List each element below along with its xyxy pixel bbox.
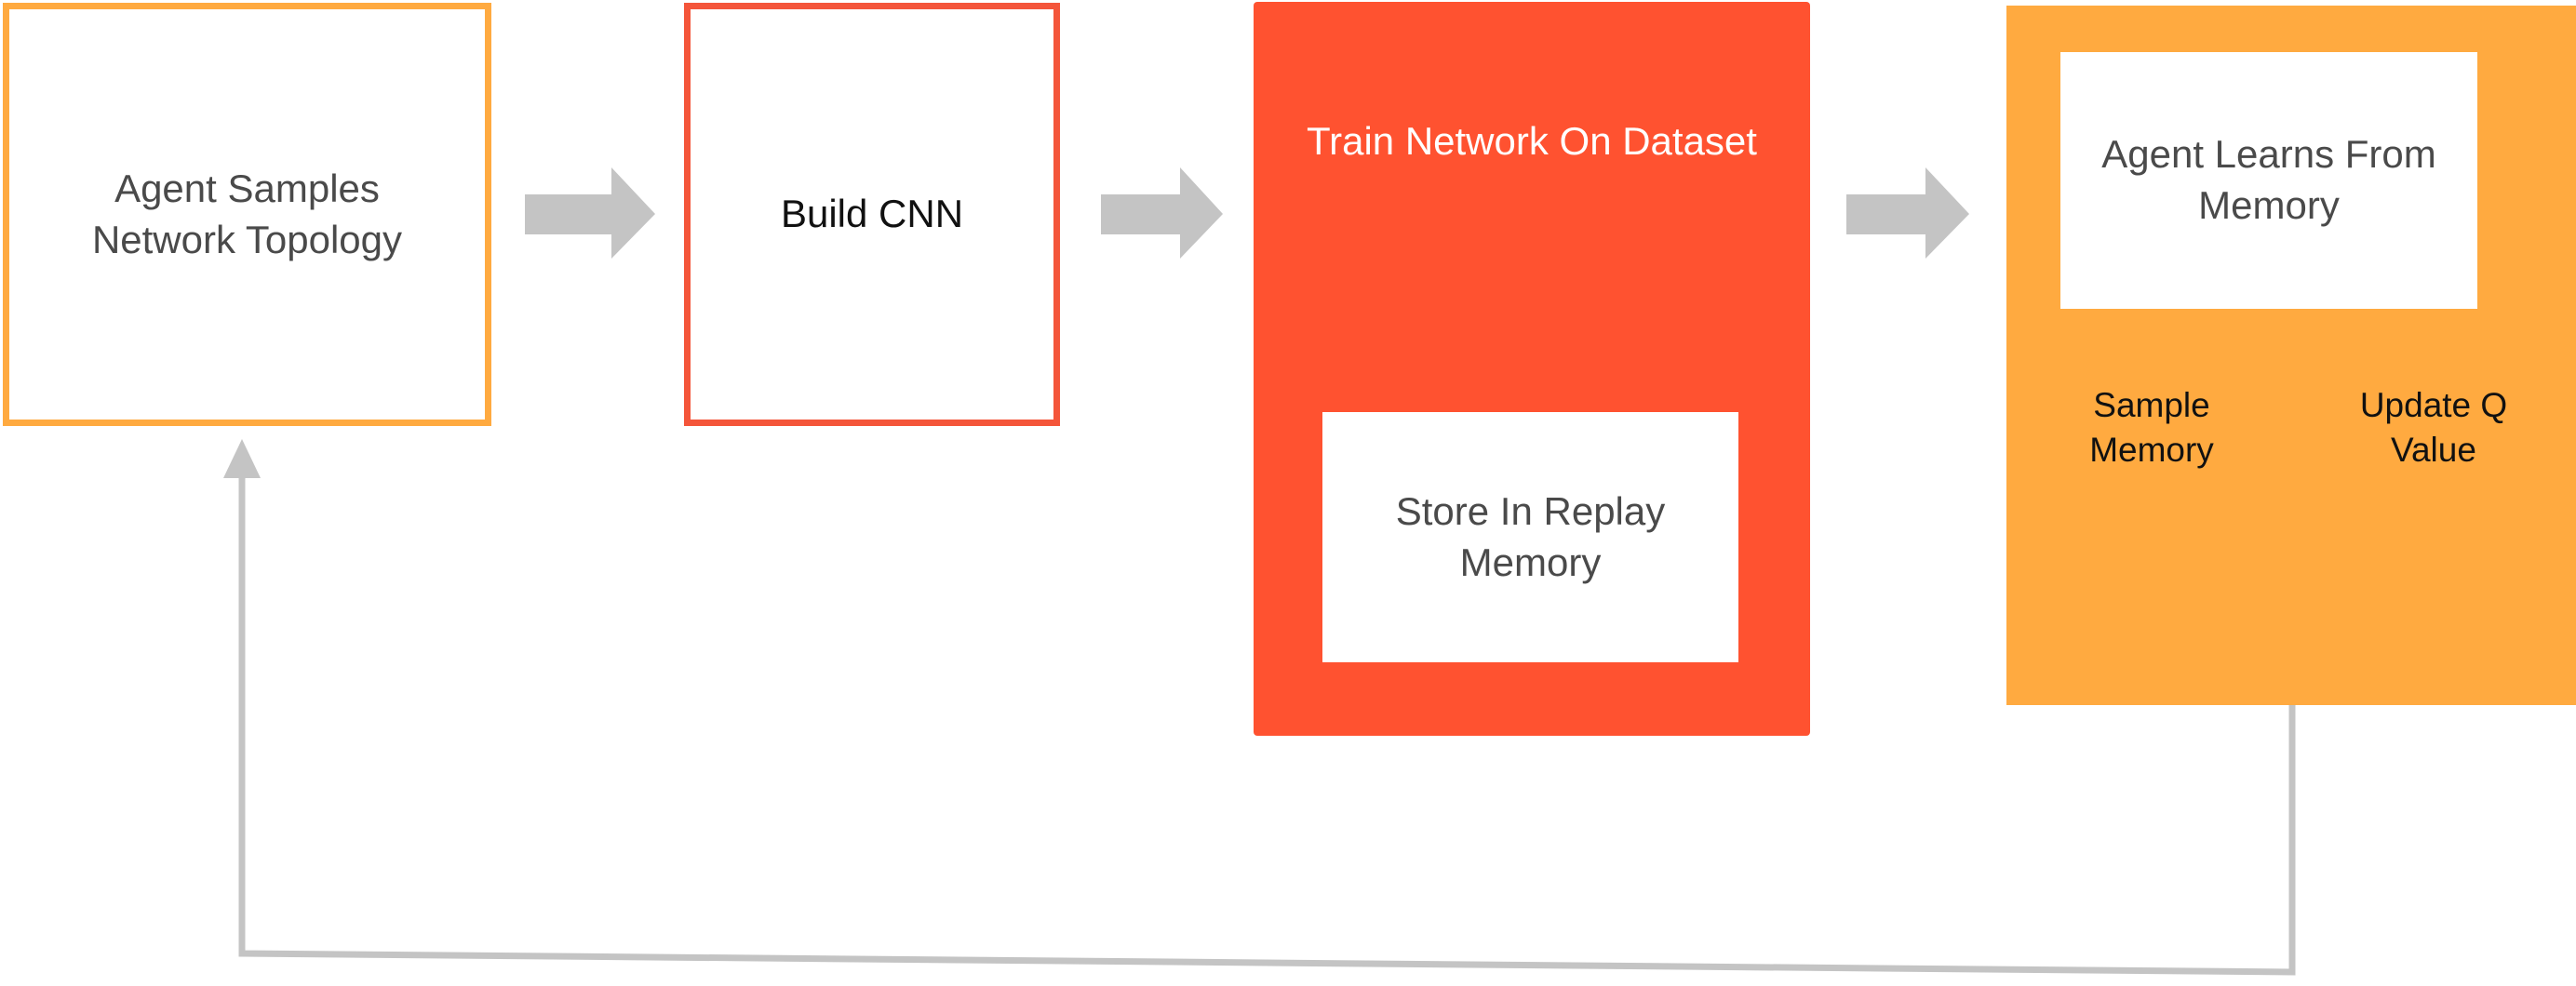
feedback-loop-line	[238, 474, 2296, 976]
arrow-to-train-network	[1101, 167, 1223, 259]
sample-memory-caption: Sample Memory	[2059, 377, 2245, 479]
build-cnn-label: Build CNN	[780, 192, 964, 236]
agent-learns-label: Agent Learns From Memory	[2101, 132, 2436, 227]
sample-memory-label: Sample Memory	[2089, 385, 2214, 469]
agent-learns-title-box: Agent Learns From Memory	[2060, 52, 2477, 309]
build-cnn-box: Build CNN	[684, 3, 1060, 426]
arrow-to-agent-learns	[1846, 167, 1969, 259]
store-memory-box: Store In Replay Memory	[1322, 412, 1738, 662]
train-network-label: Train Network On Dataset	[1307, 119, 1757, 163]
sample-topology-label: Agent Samples Network Topology	[91, 166, 403, 261]
update-q-label: Update Q Value	[2359, 385, 2508, 469]
sample-topology-box: Agent Samples Network Topology	[3, 3, 491, 426]
arrow-to-build-cnn	[525, 167, 655, 259]
update-q-caption: Update Q Value	[2331, 377, 2536, 479]
feedback-loop-arrowhead	[223, 439, 261, 478]
store-memory-label: Store In Replay Memory	[1395, 488, 1666, 584]
